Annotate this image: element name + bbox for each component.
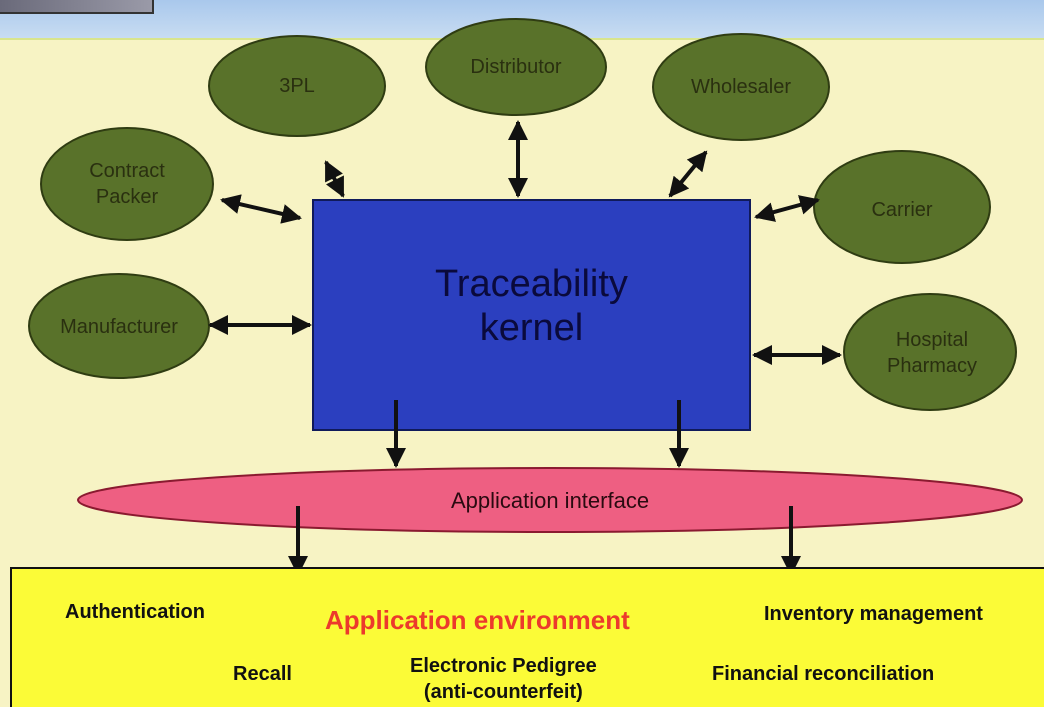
partner-hospital-pharmacy-ellipse xyxy=(843,293,1017,411)
photo-thumbnail xyxy=(0,0,154,14)
arrow-packer-kernel xyxy=(220,194,302,224)
partner-wholesaler-ellipse xyxy=(652,33,830,141)
partner-manufacturer-label: Manufacturer xyxy=(60,316,178,338)
traceability-kernel-box xyxy=(312,199,751,431)
arrow-wholesaler-kernel xyxy=(668,150,708,198)
env-electronic-pedigree: Electronic Pedigree (anti-counterfeit) xyxy=(410,655,597,703)
application-interface-label: Application interface xyxy=(450,488,650,513)
partner-contract-packer-ellipse xyxy=(40,127,214,241)
env-inventory-management: Inventory management xyxy=(764,603,983,625)
application-interface-ellipse xyxy=(77,467,1023,533)
traceability-kernel-label: Traceability kernel xyxy=(435,263,628,349)
env-financial-reconciliation: Financial reconciliation xyxy=(712,663,935,685)
partner-3pl-label: 3PL xyxy=(279,75,315,97)
partner-distributor-label: Distributor xyxy=(470,56,562,78)
partner-wholesaler-label: Wholesaler xyxy=(690,76,792,98)
application-environment-panel: Application environment Authentication I… xyxy=(10,567,1044,707)
partner-distributor-ellipse xyxy=(425,18,607,116)
env-authentication: Authentication xyxy=(65,601,205,623)
partner-contract-packer-label: Contract Packer xyxy=(89,160,165,208)
arrow-3pl-kernel xyxy=(324,160,345,198)
partner-carrier-label: Carrier xyxy=(871,199,933,221)
application-environment-title: Application environment xyxy=(325,605,630,635)
arrow-carrier-kernel xyxy=(754,195,820,222)
partner-3pl-ellipse xyxy=(208,35,386,137)
partner-hospital-pharmacy-label: Hospital Pharmacy xyxy=(886,329,978,377)
env-recall: Recall xyxy=(233,663,292,685)
